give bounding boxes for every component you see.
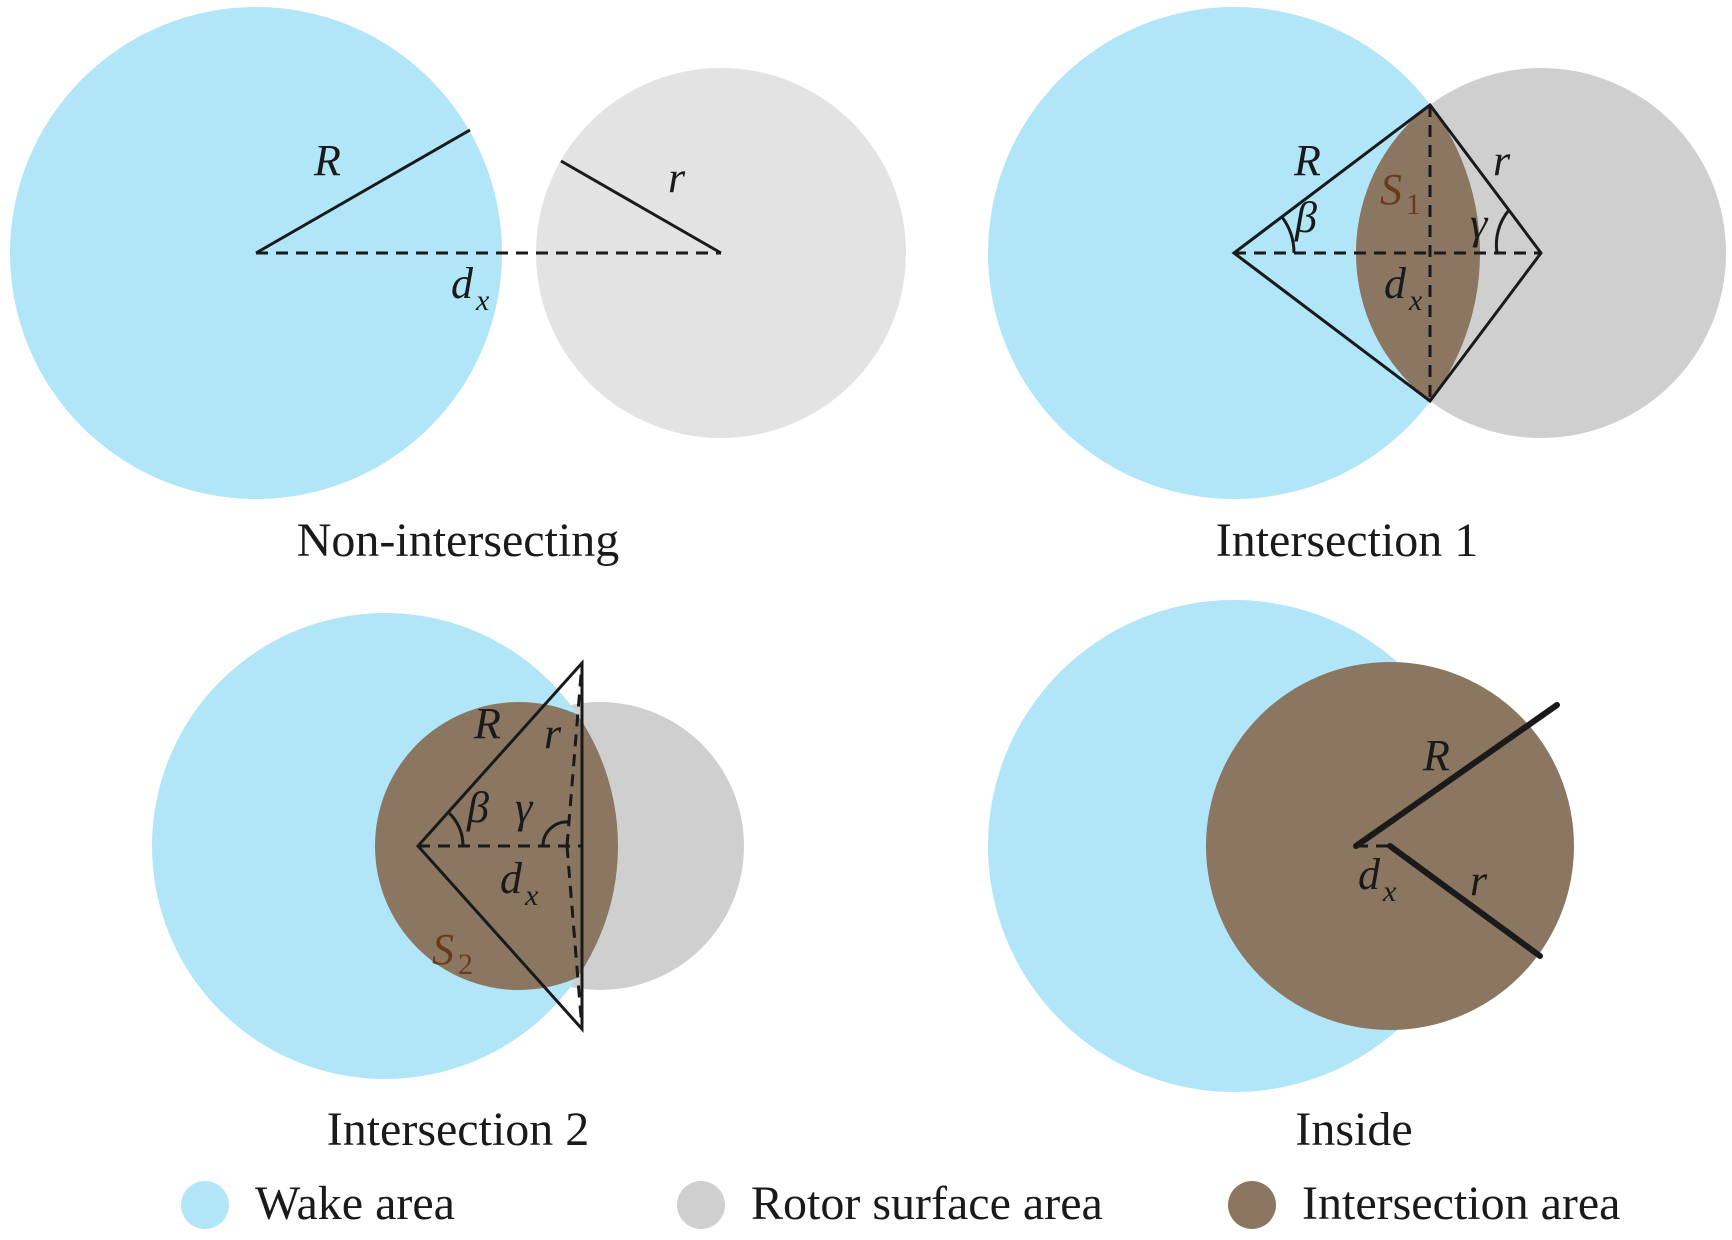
legend-label-intersection: Intersection area [1302,1177,1620,1230]
legend-label-rotor: Rotor surface area [751,1177,1103,1230]
legend-swatch-intersection [1228,1181,1276,1229]
distance-label: d [1358,850,1381,899]
rotor-radius-line [560,159,722,255]
distance-subscript: x [475,284,490,317]
panel-caption: Inside [1295,1103,1412,1156]
distance-label: d [1384,259,1407,308]
wake-radius-label: R [1293,136,1321,185]
rotor-radius-label: r [544,709,562,758]
wake-radius-label: R [1422,731,1450,780]
distance-label: d [451,259,474,308]
gamma-arc [1494,209,1511,254]
area-s2-label: S [432,925,454,974]
panel-caption: Intersection 1 [1216,514,1479,567]
beta-arc [1280,216,1296,254]
rotor-radius-top [565,662,584,847]
distance-subscript: x [524,879,539,912]
panel-non-intersecting: R r d x Non-intersecting [10,7,906,567]
beta-arc [446,810,465,847]
distance-label: d [500,854,523,903]
beta-label: β [466,783,489,832]
rotor-radius-bottom [565,845,584,1030]
wake-radius-line [255,128,471,255]
panel-intersection-2: R r β γ d x S 2 Intersection 2 [152,613,744,1156]
legend-swatch-wake [181,1181,229,1229]
area-s1-subscript: 1 [1406,188,1421,221]
rotor-radius-label: r [668,153,686,202]
wake-radius-label: R [473,699,501,748]
panel-intersection-1: R r β γ S 1 d x Intersection 1 [988,7,1726,567]
distance-subscript: x [1408,284,1423,317]
panel-inside: R r d x Inside [988,600,1574,1156]
legend: Wake area Rotor surface area Intersectio… [181,1177,1620,1230]
gamma-label: γ [515,783,534,832]
beta-label: β [1294,193,1317,242]
gamma-arc [541,820,570,847]
legend-swatch-rotor [677,1181,725,1229]
rotor-radius-label: r [1470,856,1488,905]
distance-subscript: x [1382,875,1397,908]
rotor-radius-line [1387,843,1543,959]
panel-caption: Non-intersecting [297,514,620,567]
wake-radius-line [1353,702,1560,849]
area-s2-subscript: 2 [458,948,473,981]
gamma-label: γ [1470,199,1489,248]
area-s1-label: S [1380,165,1402,214]
panel-caption: Intersection 2 [327,1103,590,1156]
legend-label-wake: Wake area [255,1177,455,1230]
wake-radius-label: R [313,136,341,185]
rotor-radius-label: r [1493,136,1511,185]
